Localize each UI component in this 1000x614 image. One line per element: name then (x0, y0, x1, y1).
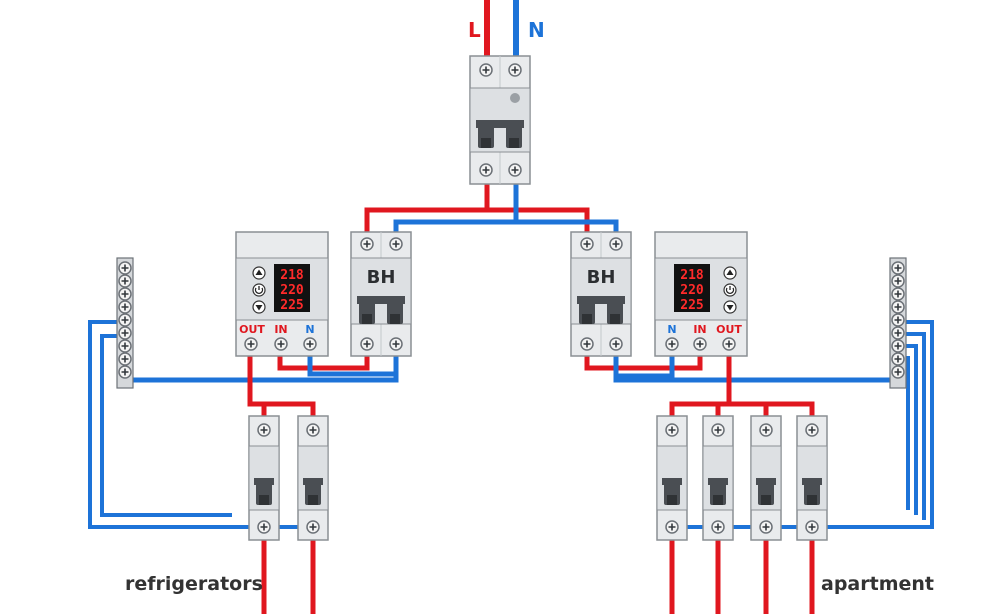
relay-display (674, 264, 710, 312)
reading-3: 225 (280, 298, 303, 313)
left-neutral-loop-2 (100, 334, 232, 517)
main-breaker (469, 55, 531, 185)
left-group-breaker-2 (297, 415, 329, 541)
right-group-breaker-1 (656, 415, 688, 541)
right-group-breaker-4 (796, 415, 828, 541)
right-neutral-busbar (889, 257, 907, 389)
neutral-label: N (528, 18, 545, 42)
down-arrow-icon[interactable] (723, 300, 737, 314)
power-icon[interactable] (252, 283, 266, 297)
right-bh-breaker: BH (570, 231, 632, 357)
reading-2: 220 (680, 283, 704, 298)
left-neutral-busbar (116, 257, 134, 389)
right-relay-n-wire (613, 340, 675, 379)
left-bh-breaker: BH (350, 231, 412, 357)
left-neutral-loop-1 (88, 320, 264, 529)
right-group-breaker-2 (702, 415, 734, 541)
out-label: OUT (716, 323, 742, 336)
refrigerators-label: refrigerators (125, 573, 263, 595)
bh-label: BH (367, 267, 396, 288)
reading-3: 225 (680, 298, 703, 313)
right-group-breaker-3 (750, 415, 782, 541)
indicator-icon (510, 93, 520, 103)
n-label: N (305, 323, 314, 336)
reading-1: 218 (680, 268, 704, 283)
up-arrow-icon[interactable] (723, 266, 737, 280)
in-label: IN (274, 323, 287, 336)
right-neutral-loop-2 (898, 332, 926, 520)
right-voltage-relay: 218 220 225 N IN OUT (654, 231, 748, 357)
left-relay-n-wire (307, 340, 399, 377)
reading-1: 218 (280, 268, 304, 283)
up-arrow-icon[interactable] (252, 266, 266, 280)
left-group-breaker-1 (248, 415, 280, 541)
left-voltage-relay: 218 220 225 OUT IN N (235, 231, 329, 357)
main-line-bus (364, 182, 590, 236)
n-label: N (667, 323, 676, 336)
power-icon[interactable] (723, 283, 737, 297)
down-arrow-icon[interactable] (252, 300, 266, 314)
line-label: L (468, 18, 481, 42)
bh-label: BH (587, 267, 616, 288)
apartment-label: apartment (821, 573, 934, 595)
out-label: OUT (239, 323, 265, 336)
relay-display (274, 264, 310, 312)
in-label: IN (693, 323, 706, 336)
reading-2: 220 (280, 283, 304, 298)
right-out-line-wire (669, 340, 815, 420)
